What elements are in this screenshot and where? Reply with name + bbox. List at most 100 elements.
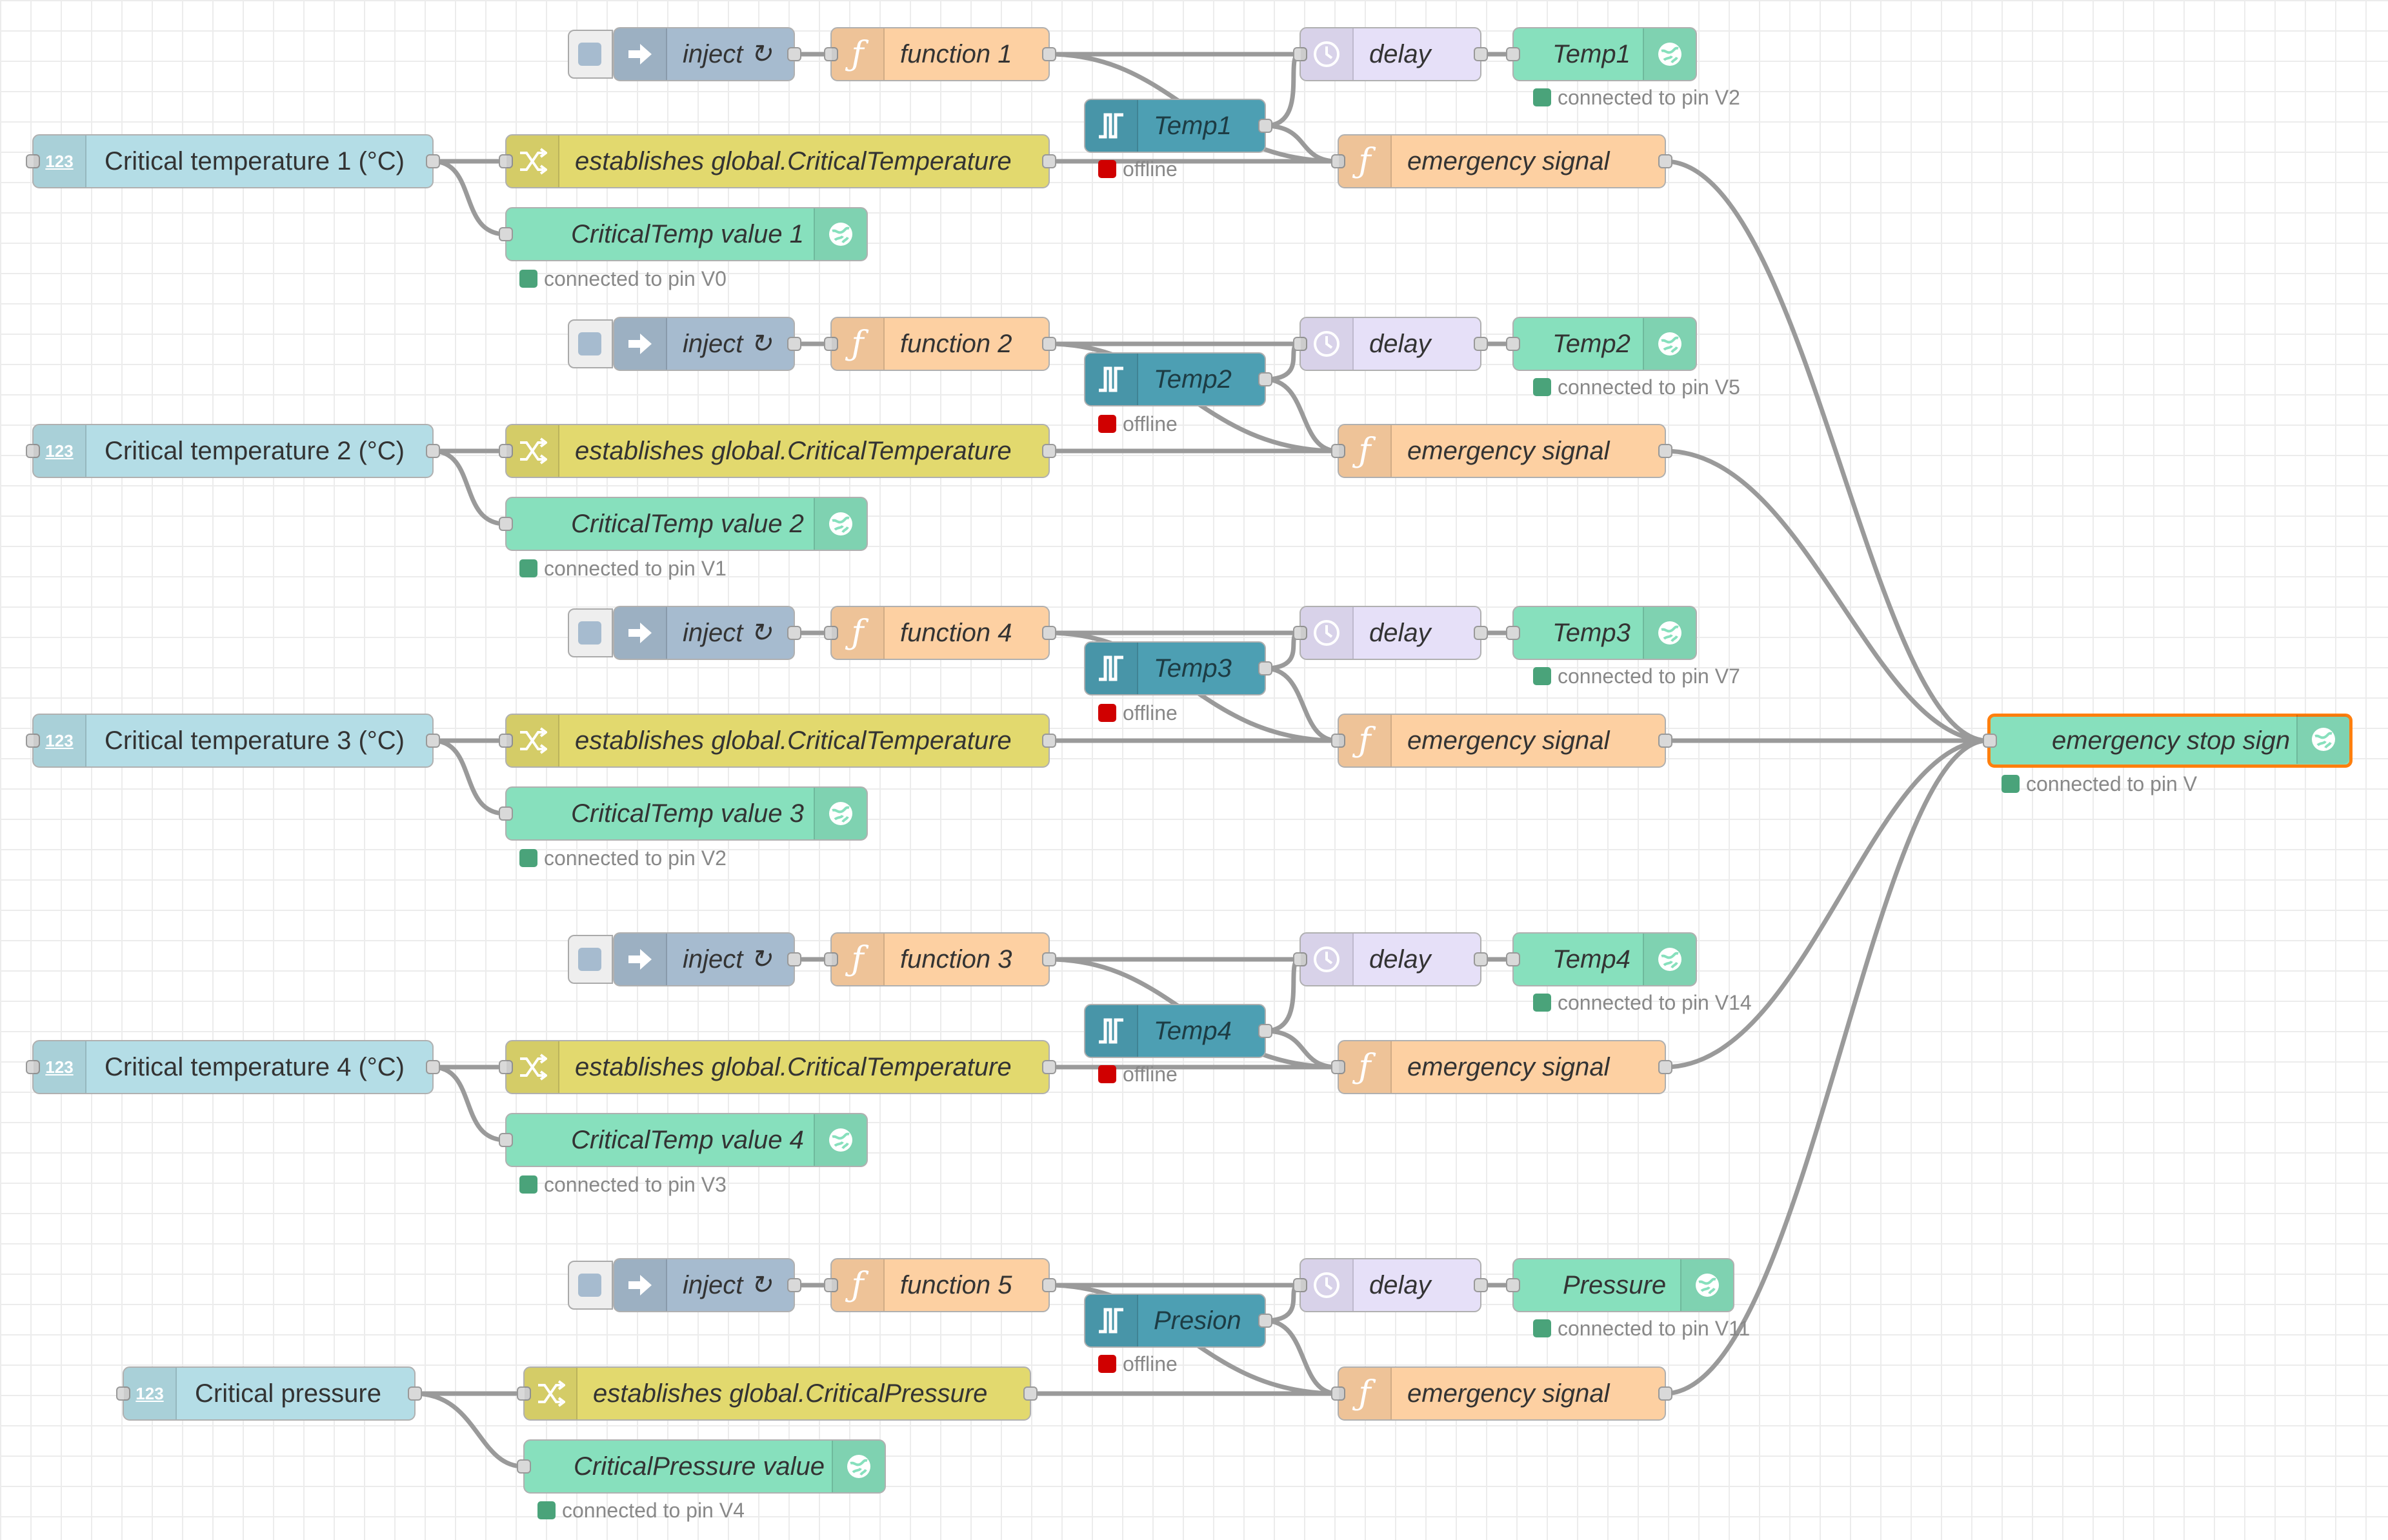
input-port[interactable]: [1506, 47, 1520, 61]
blynk-output-node[interactable]: Pressure: [1506, 1258, 1734, 1312]
inject-node[interactable]: inject ↻: [613, 27, 801, 81]
output-port[interactable]: [787, 626, 801, 640]
output-port[interactable]: [787, 47, 801, 61]
input-port[interactable]: [1293, 626, 1307, 640]
function-node[interactable]: ƒ function 1: [824, 27, 1056, 81]
input-port[interactable]: [499, 806, 513, 821]
numeric-input-node[interactable]: 123 Critical temperature 2 (°C): [26, 424, 440, 478]
output-port[interactable]: [1258, 661, 1272, 675]
output-port[interactable]: [1258, 119, 1272, 133]
output-port[interactable]: [408, 1386, 422, 1401]
output-port[interactable]: [1474, 952, 1488, 966]
output-port[interactable]: [426, 734, 440, 748]
delay-node[interactable]: delay: [1293, 932, 1488, 986]
output-port[interactable]: [1474, 337, 1488, 351]
change-node[interactable]: establishes global.CriticalPressure: [517, 1366, 1038, 1421]
blynk-value-node[interactable]: CriticalPressure value: [517, 1439, 886, 1494]
emergency-stop-node[interactable]: emergency stop sign: [1983, 714, 2353, 768]
input-port[interactable]: [824, 1278, 838, 1292]
output-port[interactable]: [1042, 1278, 1056, 1292]
sensor-node[interactable]: Temp1: [1084, 99, 1272, 153]
sensor-node[interactable]: Temp3: [1084, 641, 1272, 695]
output-port[interactable]: [1042, 337, 1056, 351]
input-port[interactable]: [1506, 952, 1520, 966]
sensor-node[interactable]: Temp4: [1084, 1004, 1272, 1058]
input-port[interactable]: [1331, 734, 1345, 748]
input-port[interactable]: [116, 1386, 130, 1401]
output-port[interactable]: [787, 1278, 801, 1292]
emergency-function-node[interactable]: ƒ emergency signal: [1331, 1040, 1672, 1094]
input-port[interactable]: [499, 734, 513, 748]
input-port[interactable]: [1331, 444, 1345, 458]
input-port[interactable]: [1293, 337, 1307, 351]
emergency-function-node[interactable]: ƒ emergency signal: [1331, 134, 1672, 188]
inject-node[interactable]: inject ↻: [613, 317, 801, 371]
input-port[interactable]: [824, 47, 838, 61]
input-port[interactable]: [1506, 337, 1520, 351]
change-node[interactable]: establishes global.CriticalTemperature: [499, 1040, 1056, 1094]
output-port[interactable]: [1042, 444, 1056, 458]
emergency-function-node[interactable]: ƒ emergency signal: [1331, 714, 1672, 768]
output-port[interactable]: [1474, 626, 1488, 640]
output-port[interactable]: [1474, 1278, 1488, 1292]
blynk-value-node[interactable]: CriticalTemp value 3: [499, 786, 868, 841]
blynk-value-node[interactable]: CriticalTemp value 2: [499, 497, 868, 551]
output-port[interactable]: [787, 952, 801, 966]
output-port[interactable]: [1042, 47, 1056, 61]
input-port[interactable]: [26, 1060, 40, 1074]
output-port[interactable]: [1658, 1060, 1672, 1074]
input-port[interactable]: [499, 154, 513, 168]
inject-node[interactable]: inject ↻: [613, 1258, 801, 1312]
input-port[interactable]: [824, 952, 838, 966]
input-port[interactable]: [1983, 734, 1997, 748]
function-node[interactable]: ƒ function 2: [824, 317, 1056, 371]
output-port[interactable]: [1042, 952, 1056, 966]
input-port[interactable]: [1293, 47, 1307, 61]
input-port[interactable]: [1331, 154, 1345, 168]
emergency-function-node[interactable]: ƒ emergency signal: [1331, 424, 1672, 478]
blynk-output-node[interactable]: Temp3: [1506, 606, 1697, 660]
emergency-function-node[interactable]: ƒ emergency signal: [1331, 1366, 1672, 1421]
delay-node[interactable]: delay: [1293, 27, 1488, 81]
inject-trigger-button[interactable]: [568, 608, 613, 657]
output-port[interactable]: [426, 444, 440, 458]
blynk-value-node[interactable]: CriticalTemp value 4: [499, 1113, 868, 1167]
input-port[interactable]: [1331, 1060, 1345, 1074]
input-port[interactable]: [499, 1133, 513, 1147]
numeric-input-node[interactable]: 123 Critical temperature 4 (°C): [26, 1040, 440, 1094]
output-port[interactable]: [1042, 626, 1056, 640]
input-port[interactable]: [1331, 1386, 1345, 1401]
inject-trigger-button[interactable]: [568, 935, 613, 984]
input-port[interactable]: [26, 154, 40, 168]
input-port[interactable]: [824, 337, 838, 351]
inject-trigger-button[interactable]: [568, 319, 613, 368]
change-node[interactable]: establishes global.CriticalTemperature: [499, 714, 1056, 768]
input-port[interactable]: [1293, 952, 1307, 966]
input-port[interactable]: [499, 517, 513, 531]
inject-node[interactable]: inject ↻: [613, 606, 801, 660]
delay-node[interactable]: delay: [1293, 1258, 1488, 1312]
input-port[interactable]: [499, 227, 513, 241]
blynk-value-node[interactable]: CriticalTemp value 1: [499, 207, 868, 261]
output-port[interactable]: [1023, 1386, 1038, 1401]
output-port[interactable]: [1658, 154, 1672, 168]
inject-trigger-button[interactable]: [568, 30, 613, 79]
output-port[interactable]: [787, 337, 801, 351]
output-port[interactable]: [1658, 444, 1672, 458]
input-port[interactable]: [26, 444, 40, 458]
numeric-input-node[interactable]: 123 Critical temperature 3 (°C): [26, 714, 440, 768]
input-port[interactable]: [824, 626, 838, 640]
output-port[interactable]: [1042, 154, 1056, 168]
input-port[interactable]: [499, 444, 513, 458]
input-port[interactable]: [1506, 1278, 1520, 1292]
blynk-output-node[interactable]: Temp1: [1506, 27, 1697, 81]
input-port[interactable]: [1506, 626, 1520, 640]
inject-trigger-button[interactable]: [568, 1261, 613, 1310]
change-node[interactable]: establishes global.CriticalTemperature: [499, 134, 1056, 188]
output-port[interactable]: [1042, 734, 1056, 748]
output-port[interactable]: [426, 154, 440, 168]
change-node[interactable]: establishes global.CriticalTemperature: [499, 424, 1056, 478]
numeric-input-node[interactable]: 123 Critical pressure: [116, 1366, 422, 1421]
function-node[interactable]: ƒ function 5: [824, 1258, 1056, 1312]
blynk-output-node[interactable]: Temp2: [1506, 317, 1697, 371]
